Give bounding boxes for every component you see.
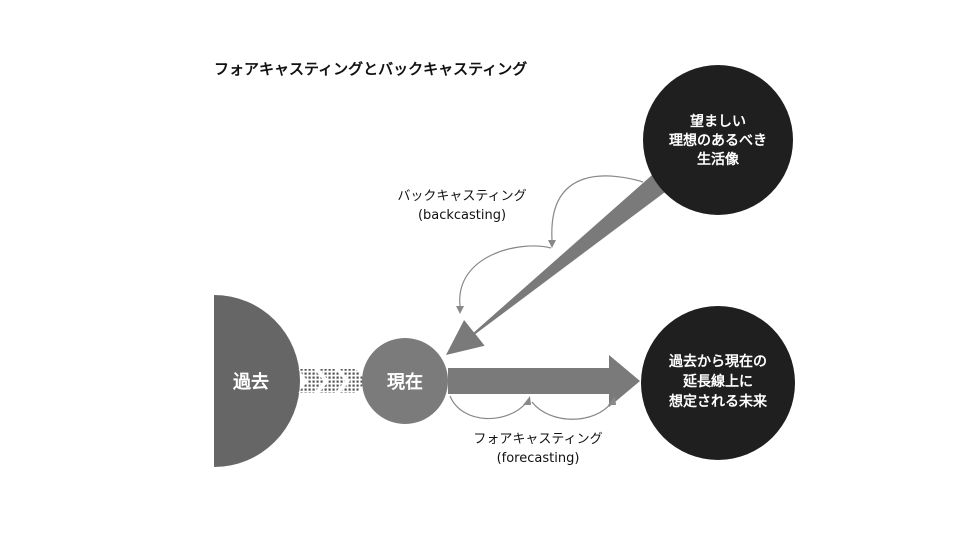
present-label: 現在 [387, 371, 423, 393]
backcasting-curve [551, 175, 644, 241]
arrowhead-icon [548, 240, 556, 248]
backcasting-curves [459, 175, 644, 307]
extended-future-circle [641, 306, 795, 460]
present-circle [362, 338, 448, 424]
arrowhead-icon [523, 396, 531, 405]
forecasting-curve [531, 401, 613, 420]
desired-future-circle [643, 65, 793, 215]
backcasting-curve [459, 245, 552, 307]
diagram-title: フォアキャスティングとバックキャスティング [214, 60, 527, 78]
dotted-chevrons [298, 369, 366, 393]
extended-future-line: 過去から現在の [668, 353, 767, 370]
desired-future-line: 理想のあるべき [669, 132, 767, 149]
backcasting-arrow [446, 173, 668, 355]
forecasting-curves [449, 395, 613, 420]
past-half-circle [214, 295, 300, 467]
backcasting-arrowheads [456, 240, 556, 314]
past-label: 過去 [233, 371, 269, 393]
forecasting-arrowheads [523, 396, 616, 405]
forecasting-arrow [448, 355, 640, 407]
arrowhead-icon [608, 396, 616, 405]
arrowhead-icon [456, 306, 464, 314]
forecasting-label: フォアキャスティング [473, 432, 602, 447]
extended-future-line: 想定される未来 [668, 393, 768, 410]
extended-future-line: 延長線上に [682, 373, 753, 390]
forecasting-curve [449, 395, 528, 420]
desired-future-line: 生活像 [697, 151, 740, 168]
backcasting-label: バックキャスティング [397, 189, 526, 204]
forecasting-sublabel: (forecasting) [497, 451, 580, 466]
desired-future-line: 望ましい [690, 113, 746, 130]
backcasting-sublabel: (backcasting) [418, 208, 506, 223]
